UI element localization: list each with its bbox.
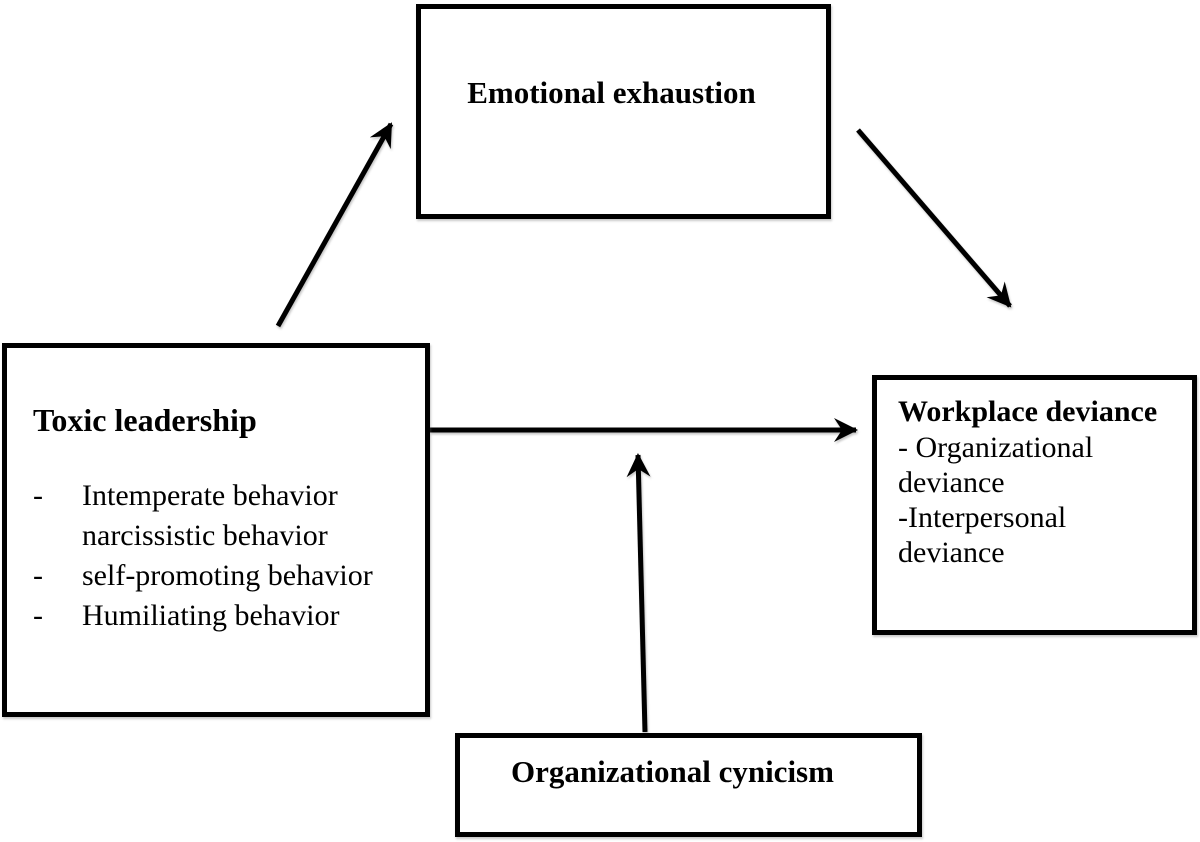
workplace-deviance-box: Workplace deviance - Organizational devi… [872, 375, 1197, 635]
bullet-dash [33, 516, 82, 556]
list-item: - Humiliating behavior [33, 596, 417, 636]
list-item-text: Humiliating behavior [82, 599, 340, 632]
deviance-line: -Interpersonal [898, 501, 1067, 534]
organizational-cynicism-title: Organizational cynicism [511, 754, 834, 789]
bullet-dash: - [33, 479, 43, 512]
list-item: narcissistic behavior [33, 516, 417, 556]
list-item-text: Intemperate behavior [82, 479, 338, 512]
toxic-leadership-title: Toxic leadership [33, 402, 257, 438]
emotional-exhaustion-box: Emotional exhaustion [416, 4, 831, 219]
bullet-dash: - [33, 559, 43, 592]
arrow-cynicism-to-path [626, 453, 651, 733]
bullet-dash: - [33, 599, 43, 632]
workplace-deviance-title: Workplace deviance [898, 395, 1158, 428]
arrow-exhaustion-to-deviance [856, 128, 1012, 308]
list-item: - self-promoting behavior [33, 556, 417, 596]
list-item: - Intemperate behavior [33, 476, 417, 516]
organizational-cynicism-box: Organizational cynicism [455, 733, 922, 837]
list-item-text: self-promoting behavior [82, 559, 373, 592]
emotional-exhaustion-title: Emotional exhaustion [467, 74, 756, 110]
arrow-toxic-to-exhaustion [275, 122, 394, 328]
toxic-leadership-list: - Intemperate behavior narcissistic beha… [33, 476, 417, 636]
deviance-line: deviance [898, 536, 1005, 569]
deviance-line: deviance [898, 466, 1005, 499]
list-item-text: narcissistic behavior [82, 519, 328, 552]
toxic-leadership-box: Toxic leadership - Intemperate behavior … [2, 343, 430, 717]
deviance-line: - Organizational [898, 431, 1094, 464]
